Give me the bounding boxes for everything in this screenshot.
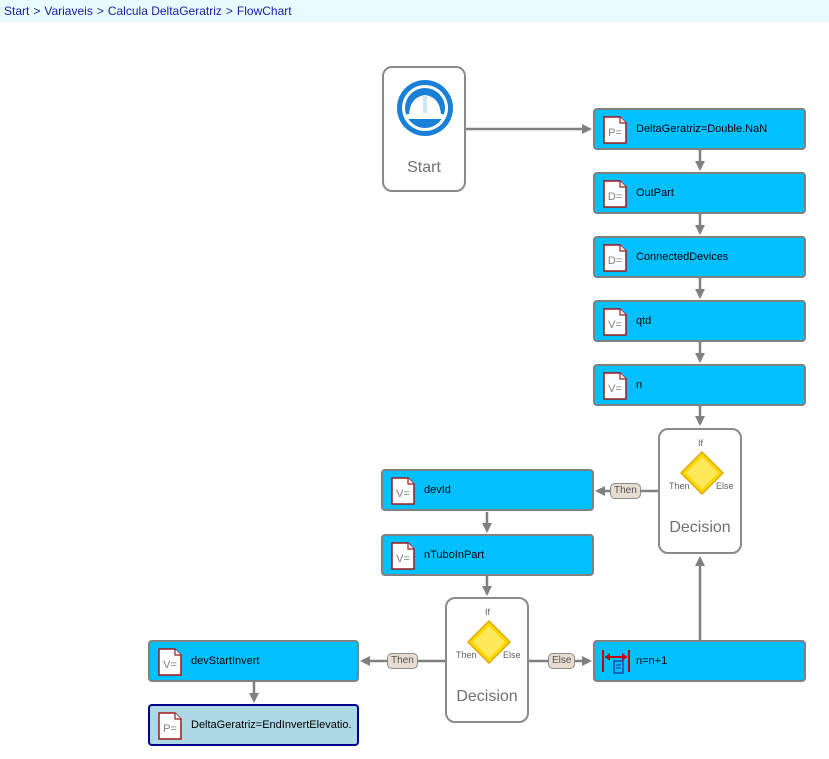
node-label: n	[636, 379, 643, 391]
param-doc-icon: P=	[603, 116, 627, 144]
variable-doc-icon: V=	[391, 542, 415, 570]
node-devid[interactable]: V= devId	[381, 469, 594, 511]
node-label: devStartInvert	[191, 655, 260, 667]
decision-if-label: If	[485, 607, 491, 617]
decision-label: Decision	[669, 519, 731, 536]
decision-else-label: Else	[503, 650, 521, 660]
else-chip-2: Else	[548, 653, 576, 669]
decision-then-label: Then	[456, 650, 477, 660]
variable-doc-icon: V=	[158, 648, 182, 676]
breadcrumb-variaveis[interactable]: Variaveis	[44, 4, 93, 18]
decision-label: Decision	[456, 688, 518, 705]
decision-diamond-icon	[680, 451, 724, 495]
node-increment[interactable]: n=n+1	[593, 640, 806, 682]
then-chip-2: Then	[387, 653, 418, 669]
node-ntuboinpart[interactable]: V= nTuboInPart	[381, 534, 594, 576]
node-connecteddevices[interactable]: D= ConnectedDevices	[593, 236, 806, 278]
loop-increment-icon	[602, 650, 630, 674]
decision-node-1[interactable]: If Then Else Decision	[658, 428, 742, 554]
node-label: n=n+1	[636, 655, 668, 667]
start-label: Start	[407, 159, 441, 176]
node-n[interactable]: V= n	[593, 364, 806, 406]
node-qtd[interactable]: V= qtd	[593, 300, 806, 342]
decision-else-label: Else	[716, 481, 734, 491]
param-doc-icon: P=	[158, 712, 182, 740]
node-deltageratriz-nan[interactable]: P= DeltaGeratriz=Double.NaN	[593, 108, 806, 150]
breadcrumb-separator: >	[33, 4, 41, 18]
decision-then-label: Then	[669, 481, 690, 491]
node-label: devId	[424, 484, 451, 496]
decision-diamond-icon	[467, 620, 511, 664]
node-devstartinvert[interactable]: V= devStartInvert	[148, 640, 359, 682]
breadcrumb-flowchart[interactable]: FlowChart	[236, 4, 292, 18]
hardhat-icon	[397, 80, 453, 136]
variable-doc-icon: V=	[603, 372, 627, 400]
node-outpart[interactable]: D= OutPart	[593, 172, 806, 214]
data-doc-icon: D=	[603, 180, 627, 208]
breadcrumb-start[interactable]: Start	[4, 4, 30, 18]
then-chip-1: Then	[610, 483, 641, 499]
start-node[interactable]: Start	[382, 66, 466, 192]
node-label: nTuboInPart	[424, 549, 485, 561]
node-deltageratriz-end[interactable]: P= DeltaGeratriz=EndInvertElevatio...	[148, 704, 359, 746]
breadcrumb-calcula-deltageratriz[interactable]: Calcula DeltaGeratriz	[107, 4, 222, 18]
data-doc-icon: D=	[603, 244, 627, 272]
variable-doc-icon: V=	[603, 308, 627, 336]
breadcrumb: Start>Variaveis>Calcula DeltaGeratriz>Fl…	[0, 0, 829, 22]
decision-if-label: If	[698, 438, 704, 448]
node-label: qtd	[636, 315, 652, 327]
node-label: DeltaGeratriz=Double.NaN	[636, 123, 768, 135]
decision-node-2[interactable]: If Then Else Decision	[445, 597, 529, 723]
node-label: OutPart	[636, 187, 674, 199]
breadcrumb-separator: >	[96, 4, 104, 18]
variable-doc-icon: V=	[391, 477, 415, 505]
node-label: ConnectedDevices	[636, 251, 729, 263]
breadcrumb-separator: >	[225, 4, 233, 18]
node-label: DeltaGeratriz=EndInvertElevatio...	[191, 719, 351, 731]
